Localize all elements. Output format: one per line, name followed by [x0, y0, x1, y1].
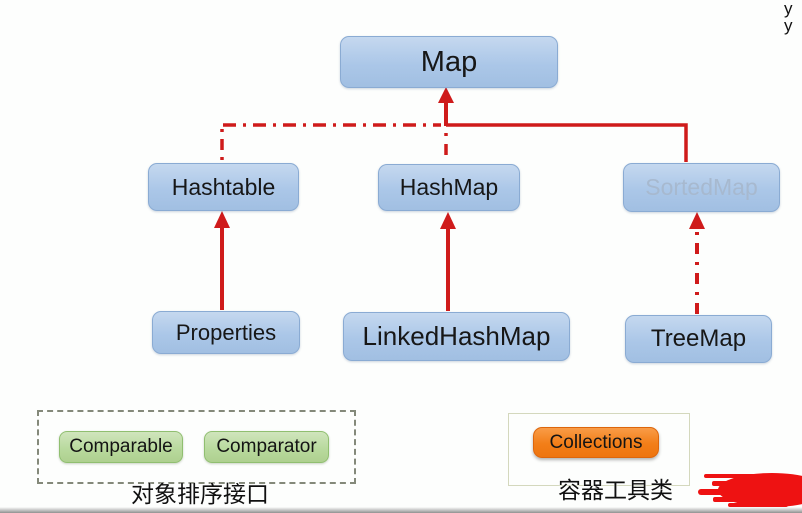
arrow-treemap-to-sortedmap-icon [689, 212, 705, 314]
node-hashtable-label: Hashtable [171, 173, 276, 200]
sorting-interfaces-group-box [37, 410, 356, 484]
node-collections: Collections [533, 427, 659, 458]
node-sortedmap: SortedMap [623, 163, 780, 212]
utility-group-box [508, 413, 690, 486]
node-properties: Properties [152, 311, 300, 354]
node-map-label: Map [420, 45, 478, 78]
node-comparator-label: Comparator [216, 436, 317, 457]
corner-text: y y [784, 0, 793, 34]
node-sortedmap-label: SortedMap [645, 174, 758, 200]
arrow-to-map-icon [438, 87, 454, 126]
arrow-linkedhashmap-to-hashmap-icon [440, 212, 456, 311]
arrow-properties-to-hashtable-icon [214, 211, 230, 310]
node-treemap-label: TreeMap [650, 325, 747, 352]
node-collections-label: Collections [549, 431, 643, 453]
node-hashmap: HashMap [378, 164, 520, 211]
node-map: Map [340, 36, 558, 88]
node-properties-label: Properties [175, 319, 277, 345]
node-linkedhashmap: LinkedHashMap [343, 312, 570, 361]
node-linkedhashmap-label: LinkedHashMap [362, 321, 551, 351]
node-comparator: Comparator [204, 431, 329, 463]
node-hashtable: Hashtable [148, 163, 299, 211]
corner-text-line1: y [784, 0, 793, 18]
node-treemap: TreeMap [625, 315, 772, 363]
solid-sortedmap-elbow [446, 123, 688, 162]
utility-group-caption: 容器工具类 [558, 477, 673, 503]
corner-text-line2: y [784, 16, 793, 35]
bottom-shadow-strip [0, 507, 802, 513]
node-hashmap-label: HashMap [399, 174, 499, 200]
node-comparable: Comparable [59, 431, 183, 463]
node-comparable-label: Comparable [69, 436, 173, 457]
sorting-group-caption: 对象排序接口 [131, 481, 269, 507]
